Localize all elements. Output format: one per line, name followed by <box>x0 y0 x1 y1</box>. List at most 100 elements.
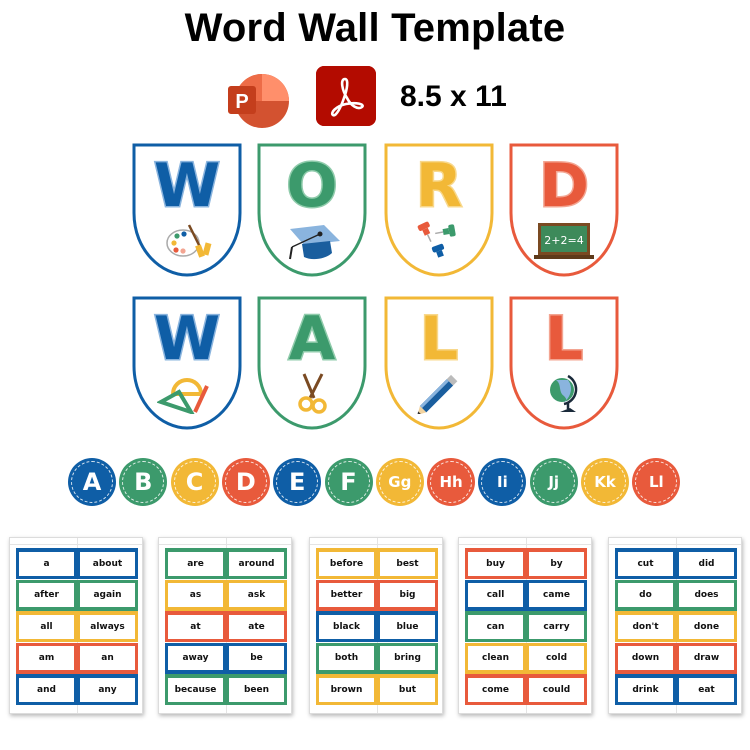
alphabet-letter: Hh <box>439 473 463 491</box>
word-card: did <box>679 551 734 576</box>
alphabet-circle-a: A <box>68 458 116 506</box>
word-card: clean <box>468 646 523 670</box>
word-card: been <box>229 677 284 702</box>
alphabet-letter: A <box>82 468 102 496</box>
word-card: at <box>168 614 223 639</box>
word-card: before <box>319 551 374 576</box>
alphabet-circle-gg: Gg <box>375 458 424 506</box>
word-card: after <box>19 583 74 607</box>
pennant-d: D 2+2=4 <box>509 143 619 277</box>
pennant-shape <box>257 143 367 277</box>
pennant-letter: W <box>152 150 221 223</box>
alphabet-letter: Kk <box>594 473 616 491</box>
alphabet-letter: Gg <box>388 473 412 491</box>
alphabet-letter: F <box>340 468 357 496</box>
alphabet-circle-e: E <box>273 458 322 506</box>
word-card: draw <box>679 646 734 670</box>
powerpoint-icon: P <box>228 74 289 128</box>
word-card: big <box>380 583 435 607</box>
word-card: and <box>19 677 74 702</box>
pennant-shape <box>509 143 619 277</box>
pennant-letter: R <box>414 150 463 223</box>
word-card: both <box>319 646 374 670</box>
alphabet-circle-b: B <box>119 458 168 506</box>
alphabet-circle-kk: Kk <box>581 458 629 506</box>
word-card: buy <box>468 551 523 576</box>
alphabet-circle-ll: Ll <box>632 458 681 506</box>
word-card: ate <box>229 614 284 639</box>
format-row: P 8.5 x 11 <box>0 66 750 128</box>
adobe-pdf-icon <box>316 66 376 126</box>
pennant-shape <box>509 296 619 430</box>
word-card: could <box>529 677 584 702</box>
pennant-shape <box>132 143 242 277</box>
alphabet-letter: C <box>185 468 204 496</box>
word-card: black <box>319 614 374 639</box>
word-card: as <box>168 583 223 607</box>
word-card: can <box>468 614 523 639</box>
pennant-shape <box>257 296 367 430</box>
word-card: again <box>80 583 135 607</box>
word-card: blue <box>380 614 435 639</box>
word-card: ask <box>229 583 284 607</box>
alphabet-letter: B <box>134 468 153 496</box>
pennant-w: W <box>132 296 242 430</box>
word-card: do <box>618 583 673 607</box>
word-card: bring <box>380 646 435 670</box>
word-card: carry <box>529 614 584 639</box>
word-card: better <box>319 583 374 607</box>
pennant-shape <box>384 296 494 430</box>
pennant-l: L <box>384 296 494 430</box>
word-card: brown <box>319 677 374 702</box>
page-title: Word Wall Template <box>184 6 566 50</box>
word-card: all <box>19 614 74 639</box>
word-card: but <box>380 677 435 702</box>
word-card: away <box>168 646 223 670</box>
word-card: be <box>229 646 284 670</box>
word-card: down <box>618 646 673 670</box>
alphabet-circle-ii: Ii <box>478 458 527 506</box>
pennant-letter: A <box>287 303 336 376</box>
alphabet-circle-d: D <box>221 458 270 506</box>
word-card: cold <box>529 646 584 670</box>
word-card: came <box>529 583 584 607</box>
pennant-w: W <box>132 143 242 277</box>
word-card: call <box>468 583 523 607</box>
pennant-shape <box>384 143 494 277</box>
pennant-letter: O <box>285 150 339 223</box>
alphabet-letter: D <box>235 468 256 496</box>
word-card: come <box>468 677 523 702</box>
word-card: eat <box>679 677 734 702</box>
pennant-shape <box>132 296 242 430</box>
word-card: a <box>19 551 74 576</box>
word-card: don't <box>618 614 673 639</box>
word-card: done <box>679 614 734 639</box>
pennant-letter: L <box>543 303 584 376</box>
word-card: because <box>168 677 223 702</box>
pennant-letter: L <box>418 303 459 376</box>
page-size-label: 8.5 x 11 <box>400 80 507 113</box>
alphabet-circle-hh: Hh <box>427 458 476 506</box>
word-card: any <box>80 677 135 702</box>
